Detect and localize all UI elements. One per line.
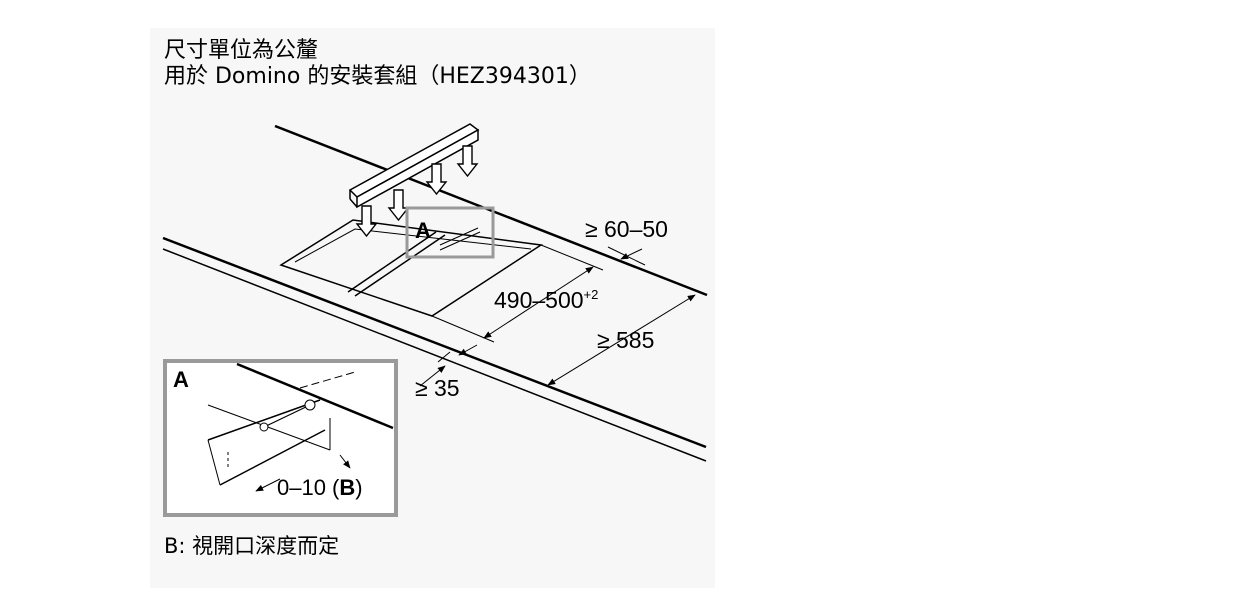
dim-worktop-depth-label: ≥ 585 — [597, 327, 654, 353]
insert-arrows — [355, 145, 479, 238]
units-note: 尺寸單位為公釐 — [164, 38, 319, 63]
mounting-rail — [348, 123, 480, 209]
worktop-front-edge — [162, 236, 707, 462]
inset-offset-label: 0–10 (B) — [277, 475, 363, 500]
dim-front-gap — [419, 344, 478, 387]
diagram-heading: 尺寸單位為公釐 用於 Domino 的安裝套組（HEZ394301） — [164, 38, 591, 90]
dim-back-gap — [607, 246, 646, 266]
inset-detail — [163, 359, 398, 517]
detail-marker-label: A — [415, 218, 431, 243]
dim-cutout-depth — [431, 244, 604, 343]
footnote: B: 視開口深度而定 — [164, 534, 340, 558]
dim-cutout-depth-label: 490–500+2 — [494, 287, 598, 313]
detail-marker-box — [405, 206, 495, 259]
inset-title: A — [173, 367, 189, 392]
dim-back-gap-label: ≥ 60–50 — [585, 216, 668, 242]
worktop-back-edge — [274, 124, 708, 297]
kit-title: 用於 Domino 的安裝套組（HEZ394301） — [164, 64, 591, 89]
dim-worktop-depth — [547, 294, 696, 386]
dim-front-gap-label: ≥ 35 — [415, 375, 460, 401]
